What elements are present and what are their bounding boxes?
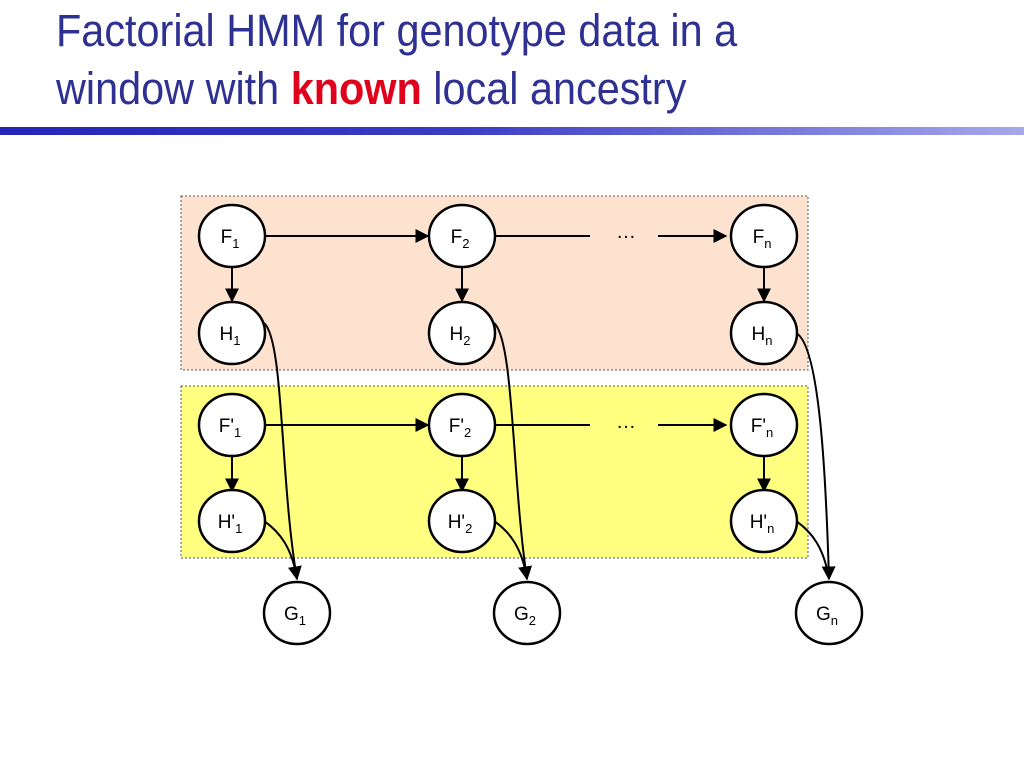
node-fp2: F'2 <box>427 392 497 458</box>
node-hpn-subscript: n <box>767 521 774 536</box>
node-g2-circle <box>492 580 562 646</box>
node-f2: F2 <box>427 203 497 269</box>
node-f2-base: F <box>451 227 463 248</box>
node-g2-label: G2 <box>514 604 536 628</box>
node-g1-subscript: 1 <box>299 613 306 628</box>
node-hp1-base: H' <box>218 512 235 533</box>
node-f2-subscript: 2 <box>462 236 469 251</box>
node-hn-subscript: n <box>765 333 772 348</box>
node-hn-base: H <box>752 324 766 345</box>
node-g1-label: G1 <box>284 604 306 628</box>
node-h2-label: H2 <box>450 324 471 348</box>
node-g2-base: G <box>514 604 529 625</box>
node-gn-subscript: n <box>831 613 838 628</box>
node-fn-label: Fn <box>753 227 772 251</box>
node-hpn-circle <box>729 488 799 554</box>
node-h1-label: H1 <box>220 324 241 348</box>
node-hn-circle <box>729 300 799 366</box>
node-gn: Gn <box>794 580 864 646</box>
node-fpn-base: F' <box>751 416 766 437</box>
node-h2: H2 <box>427 300 497 366</box>
edge-h1-g1 <box>263 322 302 581</box>
node-fn-subscript: n <box>764 236 771 251</box>
node-fp1-circle <box>197 392 267 458</box>
node-g1-circle <box>262 580 332 646</box>
node-h1-subscript: 1 <box>233 333 240 348</box>
node-f1-circle <box>197 203 267 269</box>
node-fp2-circle <box>427 392 497 458</box>
node-f2-circle <box>427 203 497 269</box>
title-keyword: known <box>290 63 422 114</box>
node-h2-circle <box>427 300 497 366</box>
node-fpn-label: F'n <box>751 416 773 440</box>
node-hp2-circle <box>427 488 497 554</box>
node-fn-base: F <box>753 227 765 248</box>
node-hp1-circle <box>197 488 267 554</box>
node-g1-base: G <box>284 604 299 625</box>
node-gn-circle <box>794 580 864 646</box>
node-fpn-circle <box>729 392 799 458</box>
node-gn-label: Gn <box>816 604 838 628</box>
node-h2-subscript: 2 <box>463 333 470 348</box>
node-hp2-base: H' <box>448 512 465 533</box>
ellipsis-bottom: … <box>616 411 636 433</box>
title-line-2: window with known local ancestry <box>56 60 930 118</box>
node-h1: H1 <box>197 300 267 366</box>
node-g2-subscript: 2 <box>529 613 536 628</box>
node-gn-base: G <box>816 604 831 625</box>
node-hp2: H'2 <box>427 488 497 554</box>
node-fp2-subscript: 2 <box>464 425 471 440</box>
node-fp1-subscript: 1 <box>234 425 241 440</box>
node-fpn-subscript: n <box>766 425 773 440</box>
title-line-2-prefix: window with <box>56 63 291 114</box>
node-hpn-base: H' <box>750 512 767 533</box>
node-hn: Hn <box>729 300 799 366</box>
node-hp2-subscript: 2 <box>465 521 472 536</box>
node-hp1-label: H'1 <box>218 512 243 536</box>
edge-hn-gn <box>795 332 836 581</box>
node-hn-label: Hn <box>752 324 773 348</box>
node-h2-base: H <box>450 324 464 345</box>
node-fp2-label: F'2 <box>449 416 471 440</box>
edge-h2-g2 <box>493 322 533 581</box>
node-hpn: H'n <box>729 488 799 554</box>
node-fp2-base: F' <box>449 416 464 437</box>
node-h1-circle <box>197 300 267 366</box>
node-hp1: H'1 <box>197 488 267 554</box>
node-f2-label: F2 <box>451 227 470 251</box>
edge-hp1-g1 <box>263 520 298 580</box>
node-fp1-base: F' <box>219 416 234 437</box>
node-f1-base: F <box>221 227 233 248</box>
title-underline <box>0 127 1024 135</box>
panel-haplotype-2 <box>180 385 809 559</box>
node-hp2-label: H'2 <box>448 512 473 536</box>
title-line-2-suffix: local ancestry <box>421 63 687 114</box>
node-fn: Fn <box>729 203 799 269</box>
node-hp1-subscript: 1 <box>235 521 242 536</box>
node-f1-subscript: 1 <box>232 236 239 251</box>
edge-hp2-g2 <box>493 520 528 580</box>
node-f1: F1 <box>197 203 267 269</box>
title-line-1: Factorial HMM for genotype data in a <box>56 5 738 56</box>
panel-haplotype-1 <box>180 195 809 371</box>
node-fp1-label: F'1 <box>219 416 241 440</box>
edge-hpn-gn <box>795 520 830 580</box>
node-fn-circle <box>729 203 799 269</box>
slide-title: Factorial HMM for genotype data in a win… <box>56 2 930 118</box>
node-fp1: F'1 <box>197 392 267 458</box>
node-fpn: F'n <box>729 392 799 458</box>
ellipsis-top: … <box>616 221 636 243</box>
node-f1-label: F1 <box>221 227 240 251</box>
node-hpn-label: H'n <box>750 512 775 536</box>
node-g2: G2 <box>492 580 562 646</box>
node-h1-base: H <box>220 324 234 345</box>
node-g1: G1 <box>262 580 332 646</box>
